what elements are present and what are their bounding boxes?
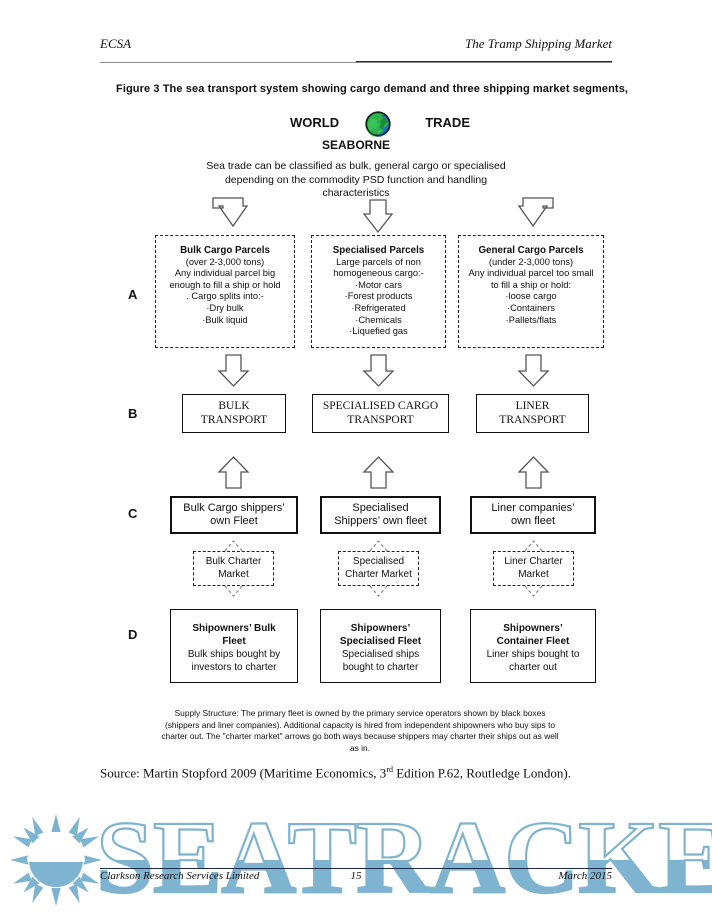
watermark: SEATRACKER.RU [0,799,712,918]
row-d-title: Container Fleet [496,636,570,647]
row-d-line: Specialised ships [341,649,420,660]
source-suffix: Edition P.62, Routledge London). [392,765,572,781]
row-a-bullet: ·Forest products [344,291,413,302]
page-footer: Clarkson Research Services Limited 15 Ma… [100,868,612,890]
row-d-title: Shipowners’ [503,623,563,634]
row-a-line: Large parcels of non [336,256,421,267]
row-a-title: Bulk Cargo Parcels [180,245,270,256]
row-d-line: Liner ships bought to [486,649,580,660]
row-c-box-specialised-shippers-fleet: Specialised Shippers’ own fleet [320,496,441,534]
row-a-line: enough to fill a ship or hold [169,279,281,290]
row-c-line: Shippers’ own fleet [334,515,427,527]
row-a-line: Any individual parcel big [174,268,276,279]
header-left-text: ECSA [100,36,132,51]
charter-market-line: Market [518,568,549,580]
row-b-line: TRANSPORT [200,413,268,426]
world-trade-heading: WORLD TRADE [290,110,470,138]
charter-market-specialised: Specialised Charter Market [338,551,419,586]
row-a-line: Any individual parcel too small [468,268,594,279]
row-a-bullet: ·Containers [506,302,556,313]
sunburst-logo-icon [8,812,104,908]
row-d-box-shipowners-specialised-fleet: Shipowners’ Specialised Fleet Specialise… [320,609,441,683]
row-a-box-specialised: Specialised Parcels Large parcels of non… [311,235,446,348]
row-b-line: BULK [218,400,250,412]
charter-market-line: Market [218,568,249,580]
row-b-box-liner-transport: LINER TRANSPORT [476,394,589,433]
row-b-line: LINER [515,400,550,412]
row-d-title: Shipowners’ [350,623,411,634]
row-a-line: . Cargo splits into:- [186,291,264,302]
row-d-line: charter out [509,662,557,673]
watermark-text: SEATRACKER.RU [95,799,712,916]
page-header: ECSA The Tramp Shipping Market [100,36,612,64]
source-ordinal: rd [386,765,393,774]
supply-structure-note: Supply Structure: The primary fleet is o… [161,708,559,753]
row-a-bullet: ·Bulk liquid [202,314,248,325]
row-label-b: B [128,406,138,421]
row-b-box-bulk-transport: BULK TRANSPORT [182,394,286,433]
row-a-bullet: ·Motor cars [354,279,402,290]
header-rule-dark [356,61,612,62]
row-c-line: Specialised [352,501,409,514]
figure-title: Figure 3 The sea transport system showin… [116,83,629,95]
row-b-box-specialised-cargo-transport: SPECIALISED CARGO TRANSPORT [312,394,449,433]
row-label-c: C [128,506,138,521]
row-label-a: A [128,287,138,302]
row-c-box-bulk-shippers-fleet: Bulk Cargo shippers’ own Fleet [170,496,298,534]
row-a-line: (over 2-3,000 tons) [185,256,265,267]
row-a-box-general-cargo: General Cargo Parcels (under 2-3,000 ton… [458,235,604,348]
row-a-bullet: ·Chemicals [355,314,402,325]
row-a-bullet: ·Refrigerated [351,302,406,313]
row-label-d: D [128,627,138,642]
footer-date: March 2015 [558,870,612,882]
row-d-box-shipowners-bulk-fleet: Shipowners’ Bulk Fleet Bulk ships bought… [170,609,298,683]
row-a-line: to fill a ship or hold: [490,279,572,290]
footer-company: Clarkson Research Services Limited [100,870,260,882]
trade-label: TRADE [425,115,470,130]
row-d-line: Bulk ships bought by [187,649,281,660]
charter-market-line: Specialised [352,556,405,567]
source-citation: Source: Martin Stopford 2009 (Maritime E… [100,765,620,781]
charter-market-bulk: Bulk Charter Market [193,551,274,586]
sea-trade-description: Sea trade can be classified as bulk, gen… [206,160,506,199]
row-b-line: TRANSPORT [347,413,414,426]
row-d-line: investors to charter [191,662,277,673]
row-d-title: Shipowners’ Bulk [192,623,276,634]
row-a-line: (under 2-3,000 tons) [488,256,574,267]
globe-icon [363,110,393,138]
row-d-title: Fleet [222,636,246,647]
watermark-label: SEATRACKER.RU [96,808,712,912]
row-d-box-shipowners-container-fleet: Shipowners’ Container Fleet Liner ships … [470,609,596,683]
header-right-text: The Tramp Shipping Market [465,36,612,51]
row-d-title: Specialised Fleet [339,636,422,647]
row-b-line: TRANSPORT [499,413,566,426]
row-a-bullet: ·Pallets/flats [505,314,557,325]
row-a-line: homogeneous cargo:- [333,268,424,279]
charter-market-line: Charter Market [345,568,412,580]
row-a-bullet: ·Liquefied gas [349,326,408,337]
row-a-title: General Cargo Parcels [478,245,584,256]
seaborne-label: SEABORNE [321,138,390,152]
charter-market-line: Liner Charter [504,556,563,567]
footer-rule [100,868,612,869]
row-c-line: own Fleet [210,515,258,527]
row-c-line: own fleet [510,515,556,527]
row-a-bullet: ·Dry bulk [206,302,244,313]
world-label: WORLD [290,115,340,130]
source-prefix: Source: Martin Stopford 2009 (Maritime E… [100,765,387,781]
row-a-box-bulk: Bulk Cargo Parcels (over 2-3,000 tons) A… [155,235,295,348]
charter-market-liner: Liner Charter Market [493,551,574,586]
row-c-line: Bulk Cargo shippers’ [183,501,285,514]
row-c-box-liner-companies-fleet: Liner companies’ own fleet [470,496,596,534]
header-rule [100,62,612,63]
row-d-line: bought to charter [342,662,419,673]
footer-page-number: 15 [350,870,362,882]
row-b-line: SPECIALISED CARGO [322,400,439,412]
row-c-line: Liner companies’ [491,501,575,514]
row-a-title: Specialised Parcels [332,245,425,256]
row-a-bullet: ·loose cargo [505,291,557,302]
charter-market-line: Bulk Charter [205,556,262,567]
